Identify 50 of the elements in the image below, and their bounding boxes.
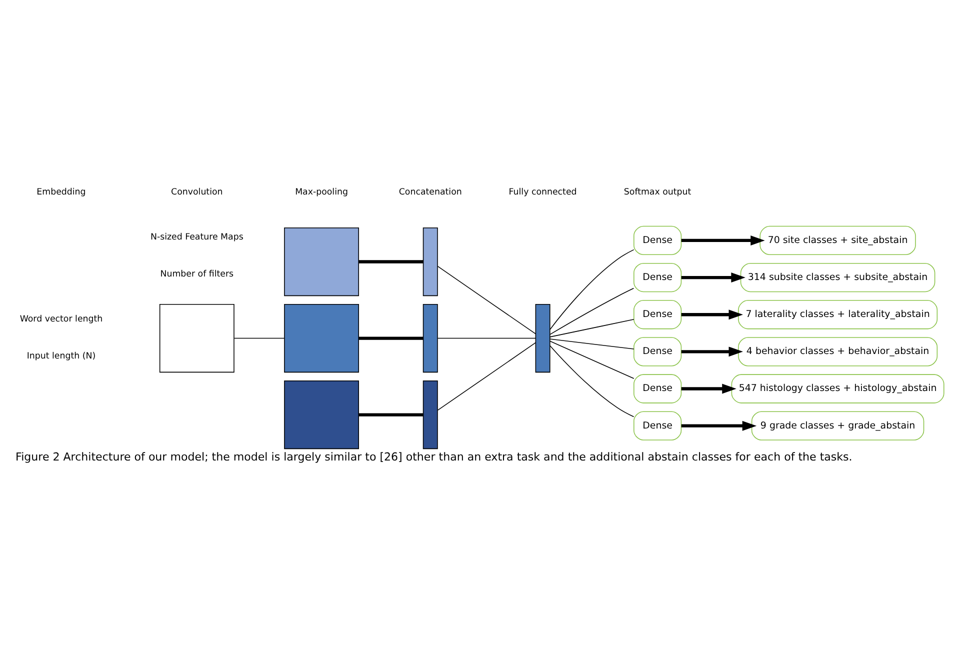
node-bar bbox=[422, 380, 438, 450]
caption: Figure 2 Architecture of our model; the model is largely similar to [26] other than an extra task and the additional abstain classes for each of the tasks. bbox=[15, 450, 852, 464]
node-box: Dense bbox=[633, 300, 682, 330]
connector bbox=[549, 288, 634, 335]
label: N-sized Feature Maps bbox=[150, 232, 243, 243]
node-box: Dense bbox=[633, 226, 682, 256]
connector bbox=[358, 336, 423, 340]
label: Number of filters bbox=[160, 270, 234, 280]
arrow bbox=[680, 272, 745, 283]
label: Concatenation bbox=[398, 188, 462, 198]
label: Input length (N) bbox=[26, 352, 96, 362]
connector bbox=[436, 266, 536, 334]
node-box: Dense bbox=[633, 337, 682, 366]
node-box bbox=[284, 380, 358, 450]
connector bbox=[549, 319, 634, 338]
label: Softmax output bbox=[623, 188, 691, 198]
node-box: Dense bbox=[633, 374, 682, 404]
connector bbox=[233, 338, 284, 339]
arrow bbox=[680, 235, 764, 246]
connector bbox=[549, 338, 634, 350]
node-bar bbox=[422, 304, 438, 373]
node-box: 4 behavior classes + behavior_abstain bbox=[738, 337, 938, 366]
arrow bbox=[680, 310, 742, 320]
node-bar bbox=[422, 227, 438, 296]
node-box bbox=[284, 304, 358, 373]
node-box: 314 subsite classes + subsite_abstain bbox=[740, 262, 935, 292]
node-box: 7 laterality classes + laterality_abstain bbox=[738, 300, 938, 330]
node-bar bbox=[534, 304, 550, 373]
arrow bbox=[680, 420, 756, 431]
label: Embedding bbox=[36, 188, 86, 198]
label: Word vector length bbox=[19, 314, 102, 325]
node-box: 547 histology classes + histology_abstain bbox=[730, 374, 944, 404]
connector bbox=[549, 345, 634, 418]
connector bbox=[549, 340, 634, 379]
node-box bbox=[284, 227, 358, 296]
connector bbox=[358, 413, 423, 416]
node-box: Dense bbox=[633, 411, 682, 440]
node-box bbox=[158, 304, 234, 373]
label: Fully connected bbox=[508, 188, 576, 198]
label: Convolution bbox=[170, 188, 222, 198]
node-box: 70 site classes + site_abstain bbox=[759, 226, 916, 256]
label: Max-pooling bbox=[294, 188, 348, 198]
node-box: 9 grade classes + grade_abstain bbox=[750, 411, 924, 440]
node-box: Dense bbox=[633, 262, 682, 292]
connector bbox=[436, 342, 536, 411]
connector bbox=[436, 338, 536, 339]
arrow bbox=[680, 384, 736, 394]
connector bbox=[549, 249, 634, 330]
arrow bbox=[680, 346, 742, 357]
connector bbox=[358, 260, 423, 264]
